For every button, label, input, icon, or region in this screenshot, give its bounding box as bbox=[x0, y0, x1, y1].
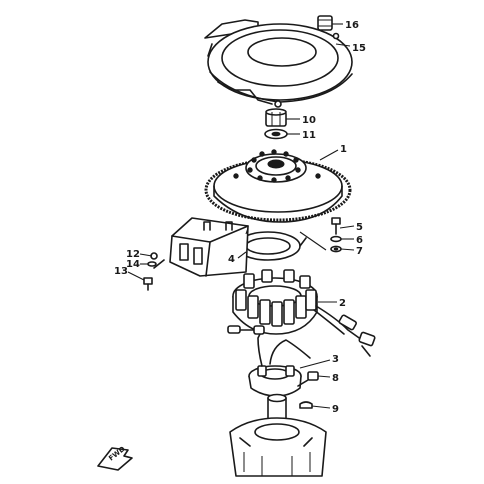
callout-9: 9 bbox=[332, 404, 339, 415]
callout-12: 12 bbox=[126, 249, 140, 260]
callout-15: 15 bbox=[352, 43, 366, 54]
fwd-arrow-icon: FWD bbox=[97, 445, 133, 471]
part-2-stator-coil bbox=[232, 269, 376, 357]
cdi-unit bbox=[169, 217, 249, 277]
part-13-bolt bbox=[143, 277, 153, 291]
crankcase-housing bbox=[229, 393, 327, 477]
callout-11: 11 bbox=[302, 130, 316, 141]
part-11-washer bbox=[264, 128, 288, 140]
callout-7: 7 bbox=[356, 246, 363, 257]
part-3-pulser-coil bbox=[227, 325, 311, 397]
callout-16: 16 bbox=[345, 20, 359, 31]
part-15-flywheel-cover bbox=[204, 19, 353, 108]
part-5-bolt bbox=[331, 217, 341, 235]
callout-numbers: 16 15 10 11 1 5 6 7 4 2 3 8 9 12 14 13 bbox=[114, 20, 366, 415]
callout-4: 4 bbox=[228, 254, 235, 265]
callout-2: 2 bbox=[339, 298, 346, 309]
part-1-flywheel-rotor bbox=[204, 149, 352, 223]
callout-6: 6 bbox=[356, 235, 363, 246]
part-7-lock-washer bbox=[330, 245, 342, 253]
callout-5: 5 bbox=[356, 222, 363, 233]
part-10-flywheel-nut bbox=[265, 108, 287, 127]
part-14-washer bbox=[147, 259, 165, 269]
leader-lines bbox=[127, 23, 355, 409]
callout-1: 1 bbox=[340, 144, 347, 155]
callout-10: 10 bbox=[302, 115, 316, 126]
callout-13: 13 bbox=[114, 266, 128, 277]
part-6-washer bbox=[330, 235, 342, 243]
part-9-key bbox=[299, 401, 313, 409]
part-16-nut bbox=[317, 15, 333, 31]
callout-14: 14 bbox=[126, 259, 140, 270]
callout-3: 3 bbox=[332, 354, 339, 365]
callout-8: 8 bbox=[332, 373, 339, 384]
